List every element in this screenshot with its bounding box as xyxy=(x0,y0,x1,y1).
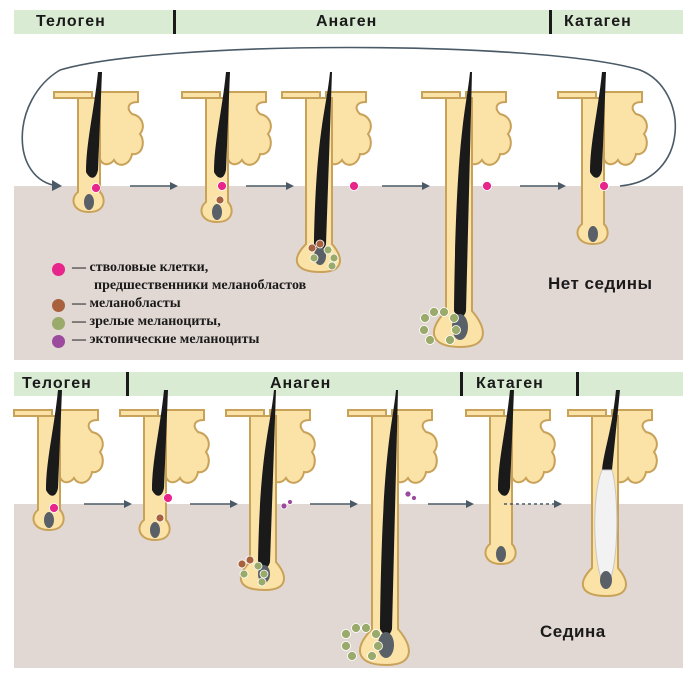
melanoblast-dot xyxy=(52,299,65,312)
sebaceous-gland xyxy=(602,92,647,165)
outcome-graying: Седина xyxy=(540,622,606,642)
legend-item-mature-melanocytes: — зрелые меланоциты, xyxy=(52,314,412,332)
stem-cell xyxy=(483,182,492,191)
mature-melanocyte xyxy=(342,630,351,639)
mature-melanocyte xyxy=(430,308,439,317)
sebaceous-gland xyxy=(226,92,271,165)
melanoblast xyxy=(216,196,224,204)
arrow-head xyxy=(170,182,178,190)
mature-melanocyte xyxy=(260,570,268,578)
stem-cell-dot xyxy=(52,263,65,276)
mature-melanocyte xyxy=(254,562,262,570)
mature-melanocyte xyxy=(362,624,371,633)
arrow-head xyxy=(286,182,294,190)
mature-melanocyte xyxy=(352,624,361,633)
melanoblast xyxy=(246,556,254,564)
dermal-papilla xyxy=(150,522,160,538)
ectopic-melanocyte-dot xyxy=(52,335,65,348)
sebaceous-gland xyxy=(164,410,209,483)
sebaceous-gland xyxy=(58,410,103,483)
arrow-head xyxy=(554,500,562,508)
arrow-head xyxy=(558,182,566,190)
dermal-papilla xyxy=(84,194,94,210)
legend-item-stem-cells-cont: предшественники меланобластов xyxy=(52,278,412,296)
outcome-no-graying: Нет седины xyxy=(548,274,653,294)
mature-melanocyte xyxy=(420,326,429,335)
mature-melanocyte xyxy=(324,246,332,254)
mature-melanocyte xyxy=(342,642,351,651)
mature-melanocyte xyxy=(452,326,461,335)
arrow-head xyxy=(52,180,62,191)
melanoblast xyxy=(316,240,324,248)
stem-cell xyxy=(50,504,59,513)
legend-item-ectopic-melanocytes: — эктопические меланоциты xyxy=(52,332,412,350)
mature-melanocyte xyxy=(240,570,248,578)
dermal-papilla xyxy=(588,226,598,242)
mature-melanocyte xyxy=(440,308,449,317)
ectopic-melanocyte xyxy=(281,503,287,509)
mature-melanocyte xyxy=(421,314,430,323)
legend: — стволовые клетки, предшественники мела… xyxy=(52,260,412,350)
arrow-head xyxy=(230,500,238,508)
stem-cell xyxy=(350,182,359,191)
mature-melanocyte xyxy=(374,642,383,651)
dermal-papilla xyxy=(496,546,506,562)
arrow-head xyxy=(422,182,430,190)
ectopic-melanocyte xyxy=(405,491,411,497)
legend-item-melanoblasts: — меланобласты xyxy=(52,296,412,314)
melanoblast xyxy=(308,244,316,252)
stem-cell xyxy=(92,184,101,193)
arrow-head xyxy=(466,500,474,508)
legend-item-stem-cells: — стволовые клетки, xyxy=(52,260,412,278)
mature-melanocyte xyxy=(258,578,266,586)
stem-cell xyxy=(164,494,173,503)
ectopic-melanocyte xyxy=(412,496,417,501)
dermal-papilla xyxy=(600,571,612,589)
mature-melanocyte xyxy=(446,336,455,345)
stem-cell xyxy=(218,182,227,191)
melanoblast xyxy=(238,560,246,568)
sebaceous-gland xyxy=(510,410,555,483)
stem-cell xyxy=(600,182,609,191)
ectopic-melanocyte xyxy=(288,500,293,505)
melanoblast xyxy=(156,514,164,522)
dermal-papilla xyxy=(44,512,54,528)
arrow-head xyxy=(124,500,132,508)
mature-melanocyte xyxy=(368,652,377,661)
mature-melanocyte xyxy=(372,630,381,639)
arrow-head xyxy=(350,500,358,508)
sebaceous-gland xyxy=(98,92,143,165)
mature-melanocyte xyxy=(426,336,435,345)
melanocyte-dot xyxy=(52,317,65,330)
mature-melanocyte xyxy=(450,314,459,323)
dermal-papilla xyxy=(212,204,222,220)
mature-melanocyte xyxy=(348,652,357,661)
